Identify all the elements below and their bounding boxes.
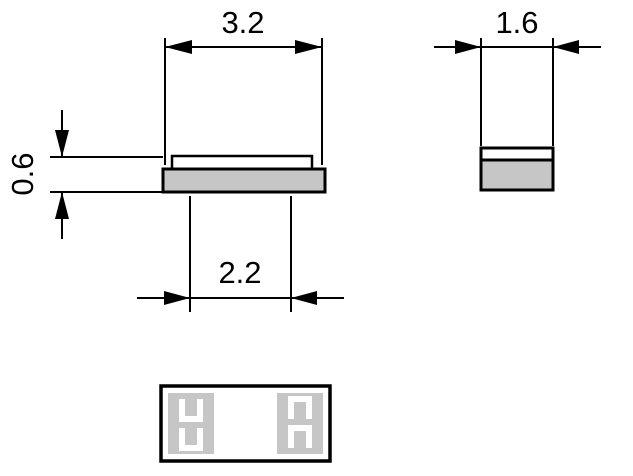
arrow-right-icon [164, 291, 190, 305]
dim-body-width: 3.2 [164, 5, 323, 165]
end-view-terminal [479, 158, 555, 192]
dim-body-depth-label: 1.6 [495, 5, 538, 40]
arrow-up-icon [55, 192, 69, 219]
bottom-view-right-pad [277, 393, 323, 454]
end-view [479, 146, 555, 192]
dim-body-depth: 1.6 [434, 5, 601, 146]
meander-cutout [179, 399, 203, 422]
dim-body-height: 0.6 [5, 110, 163, 239]
side-view [161, 154, 327, 194]
arrow-left-icon [165, 40, 192, 54]
side-view-top-layer [170, 154, 314, 171]
dim-terminal-spacing-label: 2.2 [218, 255, 261, 290]
dim-body-height-label: 0.6 [5, 152, 40, 195]
bottom-view-left-pad [168, 393, 214, 454]
arrow-right-icon [455, 40, 481, 54]
dim-body-width-label: 3.2 [221, 5, 264, 40]
dim-terminal-spacing: 2.2 [137, 196, 344, 312]
side-view-body [161, 167, 327, 194]
meander-cutout [288, 425, 312, 448]
arrow-left-icon [291, 291, 317, 305]
meander-cutout [179, 428, 203, 451]
meander-cutout [288, 396, 312, 419]
arrow-left-icon [553, 40, 579, 54]
bottom-view [159, 384, 332, 463]
arrow-down-icon [55, 130, 69, 157]
arrow-right-icon [295, 40, 322, 54]
